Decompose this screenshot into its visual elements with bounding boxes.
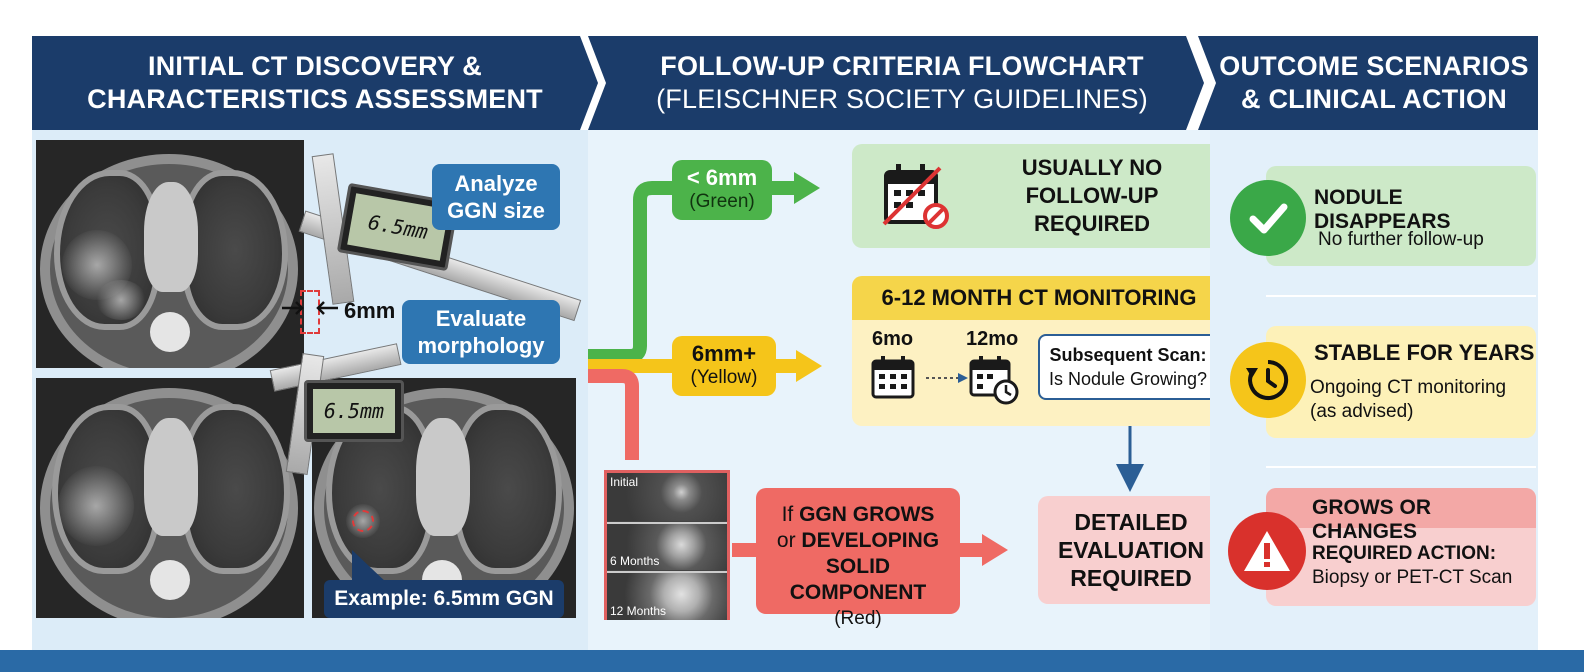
measurement-bracket — [300, 290, 320, 334]
measurement-arrows-icon — [282, 301, 338, 315]
outcome-grows-desc: REQUIRED ACTION: Biopsy or PET-CT Scan — [1312, 542, 1512, 590]
ggn-grows-line1: If GGN GROWS — [756, 502, 960, 528]
warning-icon — [1228, 512, 1306, 590]
subsequent-scan-title: Subsequent Scan: — [1049, 345, 1207, 365]
example-label: Example: 6.5mm GGN — [324, 580, 564, 618]
ggn-grows-line2-pre: or — [776, 529, 802, 552]
outcome-card-stable: STABLE FOR YEARS Ongoing CT monitoring (… — [1266, 326, 1536, 438]
thumb-initial: Initial — [607, 473, 727, 521]
ct-monitoring-title: 6-12 MONTH CT MONITORING — [881, 285, 1197, 310]
ggn-grows-line2: or DEVELOPING — [756, 528, 960, 554]
ct-scan-bottom-right — [312, 378, 576, 618]
caliper-display-bottom: 6.5mm — [304, 380, 404, 442]
header-initial-ct: INITIAL CT DISCOVERY & CHARACTERISTICS A… — [32, 36, 598, 130]
outcome-stable-title: STABLE FOR YEARS — [1314, 340, 1535, 365]
box-ggn-grows: If GGN GROWS or DEVELOPING SOLID COMPONE… — [756, 488, 960, 629]
pill-under-6mm: < 6mm (Green) — [672, 160, 772, 220]
subsequent-scan-box: Subsequent Scan: Is Nodule Growing? — [1038, 334, 1218, 400]
flow-connectors — [588, 172, 1144, 566]
ct-scan-top — [36, 140, 304, 368]
thumb-12-months-label: 12 Months — [610, 604, 667, 618]
nodule-progression-thumbnails: Initial 6 Months 12 Months — [604, 470, 730, 620]
header-initial-ct-line2: CHARACTERISTICS ASSESSMENT — [87, 84, 543, 114]
timeline-dotted-arrow — [926, 373, 968, 383]
panel-flowchart: < 6mm (Green) USUALLY NO FOLLOW-UP REQUI… — [588, 130, 1226, 650]
callout-evaluate-morphology: Evaluate morphology — [402, 300, 560, 364]
ggn-grows-line4: (Red) — [834, 608, 882, 629]
pill-under-6mm-color: (Green) — [689, 191, 755, 212]
box-ct-monitoring: 6-12 MONTH CT MONITORING 6mo 12mo — [852, 276, 1226, 426]
measurement-label: 6mm — [344, 298, 396, 323]
pill-6mm-plus-size: 6mm+ — [691, 341, 757, 366]
no-follow-up-line1: USUALLY NO — [1021, 155, 1163, 180]
pill-under-6mm-size: < 6mm — [686, 165, 758, 190]
header-flowchart: FOLLOW-UP CRITERIA FLOWCHART (FLEISCHNER… — [588, 36, 1204, 130]
pill-6mm-plus: 6mm+ (Yellow) — [672, 336, 776, 396]
header-outcomes-line2: & CLINICAL ACTION — [1241, 84, 1507, 114]
box-detailed-evaluation: DETAILED EVALUATION REQUIRED — [1038, 496, 1224, 604]
header-initial-ct-line1: INITIAL CT DISCOVERY & — [148, 51, 482, 81]
subsequent-scan-question: Is Nodule Growing? — [1048, 369, 1208, 389]
callout-evaluate-line2: morphology — [417, 333, 545, 358]
detailed-evaluation-line2: EVALUATION — [1057, 537, 1205, 563]
no-follow-up-line2: FOLLOW-UP — [1025, 183, 1159, 208]
detailed-evaluation-line3: REQUIRED — [1070, 565, 1192, 591]
thumb-12-months: 12 Months — [607, 571, 727, 620]
callout-evaluate-line1: Evaluate — [435, 306, 527, 331]
detailed-evaluation-text: DETAILED EVALUATION REQUIRED — [1038, 508, 1224, 592]
calendar-6mo-icon — [871, 356, 915, 399]
header-flowchart-line2: (FLEISCHNER SOCIETY GUIDELINES) — [656, 84, 1148, 114]
detailed-evaluation-line1: DETAILED — [1074, 509, 1188, 535]
thumb-6-months-label: 6 Months — [610, 554, 660, 568]
header-flowchart-line1: FOLLOW-UP CRITERIA FLOWCHART — [660, 51, 1144, 81]
callout-analyze-line2: GGN size — [447, 198, 545, 223]
outcome-divider-1 — [1266, 295, 1536, 297]
thumb-6-months: 6 Months — [607, 522, 727, 570]
clock-refresh-icon — [1230, 342, 1306, 418]
no-follow-up-text: USUALLY NO FOLLOW-UP REQUIRED — [972, 154, 1212, 238]
outcome-disappears-desc: No further follow-up — [1318, 229, 1484, 250]
callout-analyze-size: Analyze GGN size — [432, 164, 560, 230]
outcome-grows-desc-line2: Biopsy or PET-CT Scan — [1312, 567, 1513, 588]
caliper-reading-bottom: 6.5mm — [313, 389, 395, 433]
time-label-12mo: 12mo — [966, 328, 1019, 350]
footer-bar — [0, 650, 1584, 672]
pill-6mm-plus-color: (Yellow) — [690, 367, 758, 388]
header-outcomes: OUTCOME SCENARIOS & CLINICAL ACTION — [1198, 36, 1538, 130]
outcome-card-grows: GROWS OR CHANGES REQUIRED ACTION: Biopsy… — [1266, 488, 1536, 606]
nodule-marker-circle — [352, 510, 374, 532]
outcome-disappears-title: NODULE DISAPPEARS — [1314, 186, 1451, 233]
callout-analyze-line1: Analyze — [454, 171, 538, 196]
ggn-grows-line3: SOLID COMPONENT — [789, 555, 927, 604]
ct-scan-bottom-left — [36, 378, 304, 618]
box-no-follow-up: USUALLY NO FOLLOW-UP REQUIRED — [852, 144, 1226, 248]
outcome-stable-desc-line2: (as advised) — [1310, 401, 1414, 422]
panel-discovery: 6.5mm 6.5mm 6mm Analyze GGN size Evalu — [32, 130, 588, 650]
ggn-grows-line2-bold: DEVELOPING — [801, 529, 940, 552]
panel-outcomes: NODULE DISAPPEARS No further follow-up S… — [1210, 130, 1538, 650]
outcome-card-disappears: NODULE DISAPPEARS No further follow-up — [1266, 166, 1536, 266]
time-label-6mo: 6mo — [872, 328, 914, 350]
outcome-grows-title: GROWS OR CHANGES — [1312, 496, 1431, 543]
ggn-grows-line1-bold: GGN GROWS — [799, 503, 935, 526]
header-outcomes-line1: OUTCOME SCENARIOS — [1219, 51, 1529, 81]
outcome-stable-desc: Ongoing CT monitoring (as advised) — [1310, 376, 1506, 424]
infographic: INITIAL CT DISCOVERY & CHARACTERISTICS A… — [32, 36, 1538, 650]
calendar-clock-icon — [969, 356, 1019, 405]
outcome-divider-2 — [1266, 466, 1536, 468]
example-pointer-icon — [352, 550, 388, 584]
outcome-grows-desc-line1: REQUIRED ACTION: — [1312, 543, 1497, 564]
ggn-grows-line1-pre: If — [781, 503, 800, 526]
thumb-initial-label: Initial — [610, 475, 639, 489]
calendar-cancel-icon — [882, 164, 949, 229]
no-follow-up-line3: REQUIRED — [1033, 211, 1151, 236]
checkmark-icon — [1230, 180, 1306, 256]
outcome-stable-desc-line1: Ongoing CT monitoring — [1310, 377, 1507, 398]
